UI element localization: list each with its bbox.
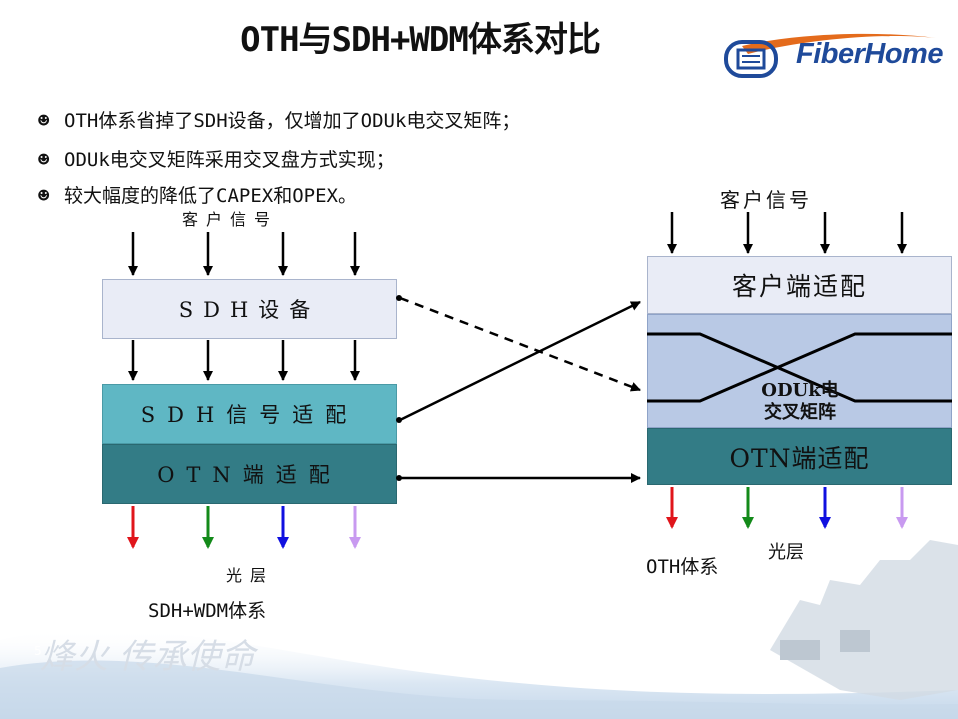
bullet-text: OTH体系省掉了SDH设备，仅增加了ODUk电交叉矩阵；	[64, 110, 521, 132]
connector-dot	[396, 295, 402, 301]
left-optical-layer-label: 光层	[226, 566, 275, 585]
bullet-item-3: ☻ 较大幅度的降低了CAPEX和OPEX。	[38, 181, 357, 208]
right-optical-layer-label: 光层	[768, 542, 804, 563]
logo-swoosh-icon	[742, 33, 936, 54]
smiley-bullet-icon: ☻	[38, 185, 50, 207]
connector-dot	[396, 475, 402, 481]
cross-line	[647, 332, 952, 403]
page-title: OTH与SDH+WDM体系对比	[240, 20, 601, 60]
bullet-item-1: ☻ OTH体系省掉了SDH设备，仅增加了ODUk电交叉矩阵；	[38, 106, 520, 133]
bullet-text: ODUk电交叉矩阵采用交叉盘方式实现；	[64, 149, 395, 171]
oduk-matrix-label: ODUk电 交叉矩阵	[700, 380, 900, 424]
left-client-arrows	[128, 232, 360, 276]
sdh-to-adapt-arrows	[128, 340, 360, 381]
logo-text: FiberHome	[796, 38, 943, 70]
left-optical-arrows	[127, 506, 361, 549]
sdh-wdm-system-label: SDH+WDM体系	[148, 600, 267, 622]
client-adapt-box: 客户端适配	[647, 256, 952, 314]
sdh-signal-adapt-label: SDH信号适配	[140, 403, 359, 427]
left-otn-adapt-box: OTN端适配	[102, 444, 397, 504]
right-otn-adapt-label: OTN端适配	[729, 443, 870, 473]
brush-signature: 烽火 传承使命	[40, 637, 259, 677]
right-client-arrows	[667, 212, 907, 254]
bullet-item-2: ☻ ODUk电交叉矩阵采用交叉盘方式实现；	[38, 145, 395, 172]
smiley-bullet-icon: ☻	[38, 149, 50, 171]
dashed-arrow-sdh-to-oduk	[399, 296, 641, 392]
bottom-wave-2	[0, 660, 958, 719]
right-otn-adapt-box: OTN端适配	[647, 428, 952, 485]
bullet-text: 较大幅度的降低了CAPEX和OPEX。	[64, 185, 357, 207]
page-number: 5	[34, 644, 42, 658]
great-wall-tower	[780, 630, 870, 660]
fiberhome-emblem-icon	[724, 40, 778, 78]
oduk-cross-lines	[647, 332, 952, 403]
oduk-label-line1: ODUk电	[761, 380, 839, 401]
arrow-sdh-adapt-to-client-adapt	[399, 300, 641, 422]
right-client-signal-label: 客户信号	[720, 188, 812, 212]
connector-dot	[396, 417, 402, 423]
oduk-label-line2: 交叉矩阵	[764, 402, 836, 423]
sdh-device-label: SDH设备	[178, 298, 321, 322]
oth-system-label: OTH体系	[646, 556, 719, 578]
client-adapt-label: 客户端适配	[731, 272, 867, 301]
sdh-device-box: SDH设备	[102, 279, 397, 339]
left-otn-adapt-label: OTN端适配	[157, 463, 342, 487]
fiberhome-logo	[724, 33, 936, 78]
sdh-signal-adapt-box: SDH信号适配	[102, 384, 397, 444]
smiley-bullet-icon: ☻	[38, 110, 50, 132]
left-client-signal-label: 客户信号	[182, 210, 279, 229]
right-optical-arrows	[666, 487, 908, 529]
